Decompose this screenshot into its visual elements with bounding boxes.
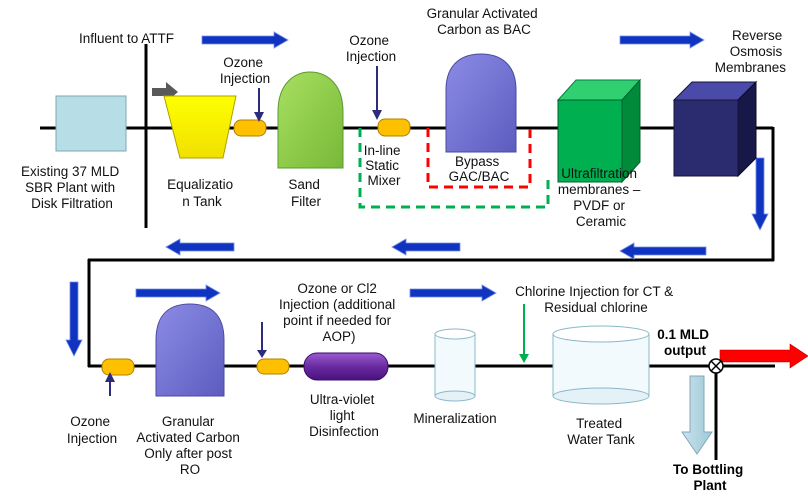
- label-uv: Ultra-violet light Disinfection: [309, 392, 379, 439]
- bottling-arrow: [681, 375, 713, 455]
- bypass-red-dashed: [426, 126, 532, 189]
- injection-pointers-bottom: [105, 304, 529, 396]
- label-bypass: Bypass GAC/BAC: [449, 154, 510, 184]
- flow-arrow-left: [619, 242, 707, 260]
- reverse-osmosis-cube: [672, 80, 758, 178]
- label-output: 0.1 MLD output: [657, 327, 713, 358]
- label-treated-tank: Treated Water Tank: [567, 416, 635, 447]
- label-ozone-cl2: Ozone or Cl2 Injection (additional point…: [279, 281, 399, 344]
- flow-arrows: [65, 31, 769, 357]
- label-mineralization: Mineralization: [413, 411, 496, 426]
- label-influent: Influent to ATTF: [79, 31, 174, 46]
- flow-arrow-right: [135, 284, 221, 302]
- injection-point-icon: [377, 118, 411, 137]
- flow-arrow-down: [751, 157, 769, 231]
- labels: Influent to ATTF Existing 37 MLD SBR Pla…: [21, 6, 786, 493]
- injection-point-icon: [233, 119, 267, 137]
- valve-icon: [708, 358, 724, 374]
- label-reverse-osmosis: Reverse Osmosis Membranes: [715, 28, 787, 75]
- flow-arrow-left: [165, 238, 235, 256]
- flow-arrow-left: [391, 238, 461, 256]
- equalization-tank-shape: [163, 95, 237, 159]
- label-ozone-injection-2: Ozone Injection: [346, 33, 396, 64]
- injection-point-icon: [256, 358, 290, 375]
- sand-filter-shape: [277, 71, 344, 169]
- label-equalization-tank: Equalizatio n Tank: [167, 177, 237, 209]
- label-bottling: To Bottling Plant: [673, 462, 747, 493]
- label-ultrafiltration: Ultrafiltration membranes – PVDF or Cera…: [558, 166, 644, 229]
- gac-bac-shape: [445, 53, 517, 153]
- treated-water-tank: [552, 325, 650, 405]
- label-sand-filter: Sand Filter: [288, 177, 323, 209]
- ultrafiltration-cube: [556, 78, 642, 184]
- injection-point-icon: [101, 358, 135, 376]
- flow-arrow-right: [201, 31, 289, 49]
- label-ozone-injection-3: Ozone Injection: [67, 414, 117, 446]
- label-gac-post-ro: Granular Activated Carbon Only after pos…: [136, 414, 243, 477]
- injection-pointers: [254, 66, 382, 122]
- uv-lamp-shape: [303, 352, 389, 381]
- label-inline-mixer: In-line Static Mixer: [364, 143, 405, 188]
- gac-post-ro-shape: [155, 303, 225, 397]
- flow-arrow-right: [619, 31, 705, 49]
- flow-arrow-right: [409, 284, 497, 302]
- bypass-green-dashed: [358, 128, 550, 209]
- label-ozone-injection-1: Ozone Injection: [220, 55, 270, 86]
- output-arrow: [719, 343, 808, 369]
- flow-arrow-down: [65, 281, 83, 357]
- label-existing-plant: Existing 37 MLD SBR Plant with Disk Filt…: [21, 164, 123, 211]
- mineralization-cylinder: [434, 328, 476, 402]
- label-chlorine-injection: Chlorine Injection for CT & Residual chl…: [515, 284, 677, 315]
- label-gac-bac: Granular Activated Carbon as BAC: [427, 6, 542, 37]
- existing-plant-box: [55, 95, 127, 152]
